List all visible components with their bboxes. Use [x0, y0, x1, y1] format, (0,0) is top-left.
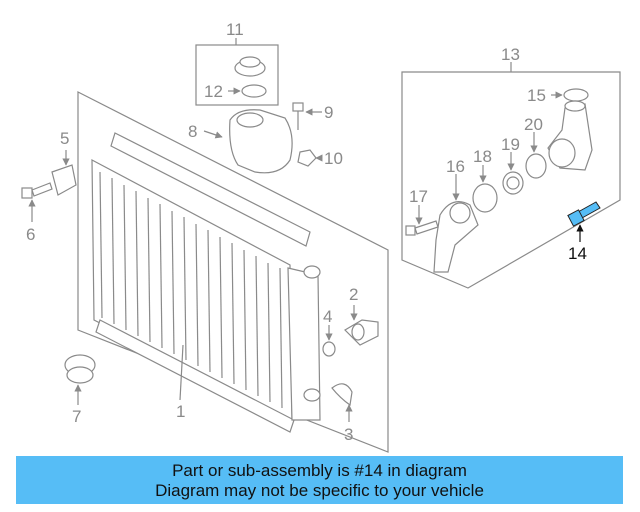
part-20-oring — [525, 153, 547, 179]
callout-13: 13 — [501, 45, 520, 64]
part-8-expansion-tank — [229, 109, 293, 174]
radiator-panel — [77, 91, 389, 453]
part-14-bolt — [567, 201, 601, 227]
callout-17: 17 — [409, 187, 428, 206]
part-10-nut — [297, 149, 317, 167]
part-15-oring — [563, 88, 589, 102]
callout-8: 8 — [188, 122, 197, 141]
callout-2: 2 — [349, 285, 358, 304]
part-16-pipe — [433, 201, 479, 273]
callout-5: 5 — [60, 129, 69, 148]
part-17-bolt — [405, 220, 439, 236]
callout-3: 3 — [344, 425, 353, 444]
part-12-ring — [241, 84, 267, 98]
callout-20: 20 — [524, 115, 543, 134]
part-13-panel — [401, 71, 621, 289]
part-3-clip — [331, 383, 353, 407]
callout-9: 9 — [324, 103, 333, 122]
part-20-housing — [547, 100, 593, 171]
part-6-bolt — [21, 182, 53, 199]
part-11-box — [195, 44, 279, 106]
part-7-mount — [64, 354, 96, 384]
part-9-bolt — [292, 102, 304, 130]
part-19-thermostat — [502, 171, 524, 195]
callout-labels: 1 2 3 4 5 6 7 8 9 10 11 12 13 14 15 16 1… — [26, 20, 587, 444]
callout-12: 12 — [204, 82, 223, 101]
banner-line-1: Part or sub-assembly is #14 in diagram — [172, 461, 467, 480]
callout-10: 10 — [324, 149, 343, 168]
callout-4: 4 — [323, 307, 332, 326]
callout-19: 19 — [501, 135, 520, 154]
callout-7: 7 — [72, 407, 81, 426]
radiator — [91, 132, 321, 433]
callout-15: 15 — [527, 86, 546, 105]
part-4-oring — [322, 341, 336, 357]
callout-6: 6 — [26, 225, 35, 244]
callout-14: 14 — [568, 244, 587, 263]
callout-1: 1 — [176, 402, 185, 421]
part-2-sensor — [344, 319, 379, 346]
part-5-bracket — [51, 164, 77, 196]
callout-18: 18 — [473, 147, 492, 166]
callout-16: 16 — [446, 157, 465, 176]
banner-line-2: Diagram may not be specific to your vehi… — [155, 481, 484, 500]
info-banner: Part or sub-assembly is #14 in diagram D… — [16, 456, 623, 504]
callout-11: 11 — [226, 20, 244, 39]
part-18-seal — [472, 183, 498, 213]
leader-lines — [28, 38, 584, 422]
part-11-cap — [234, 56, 266, 77]
